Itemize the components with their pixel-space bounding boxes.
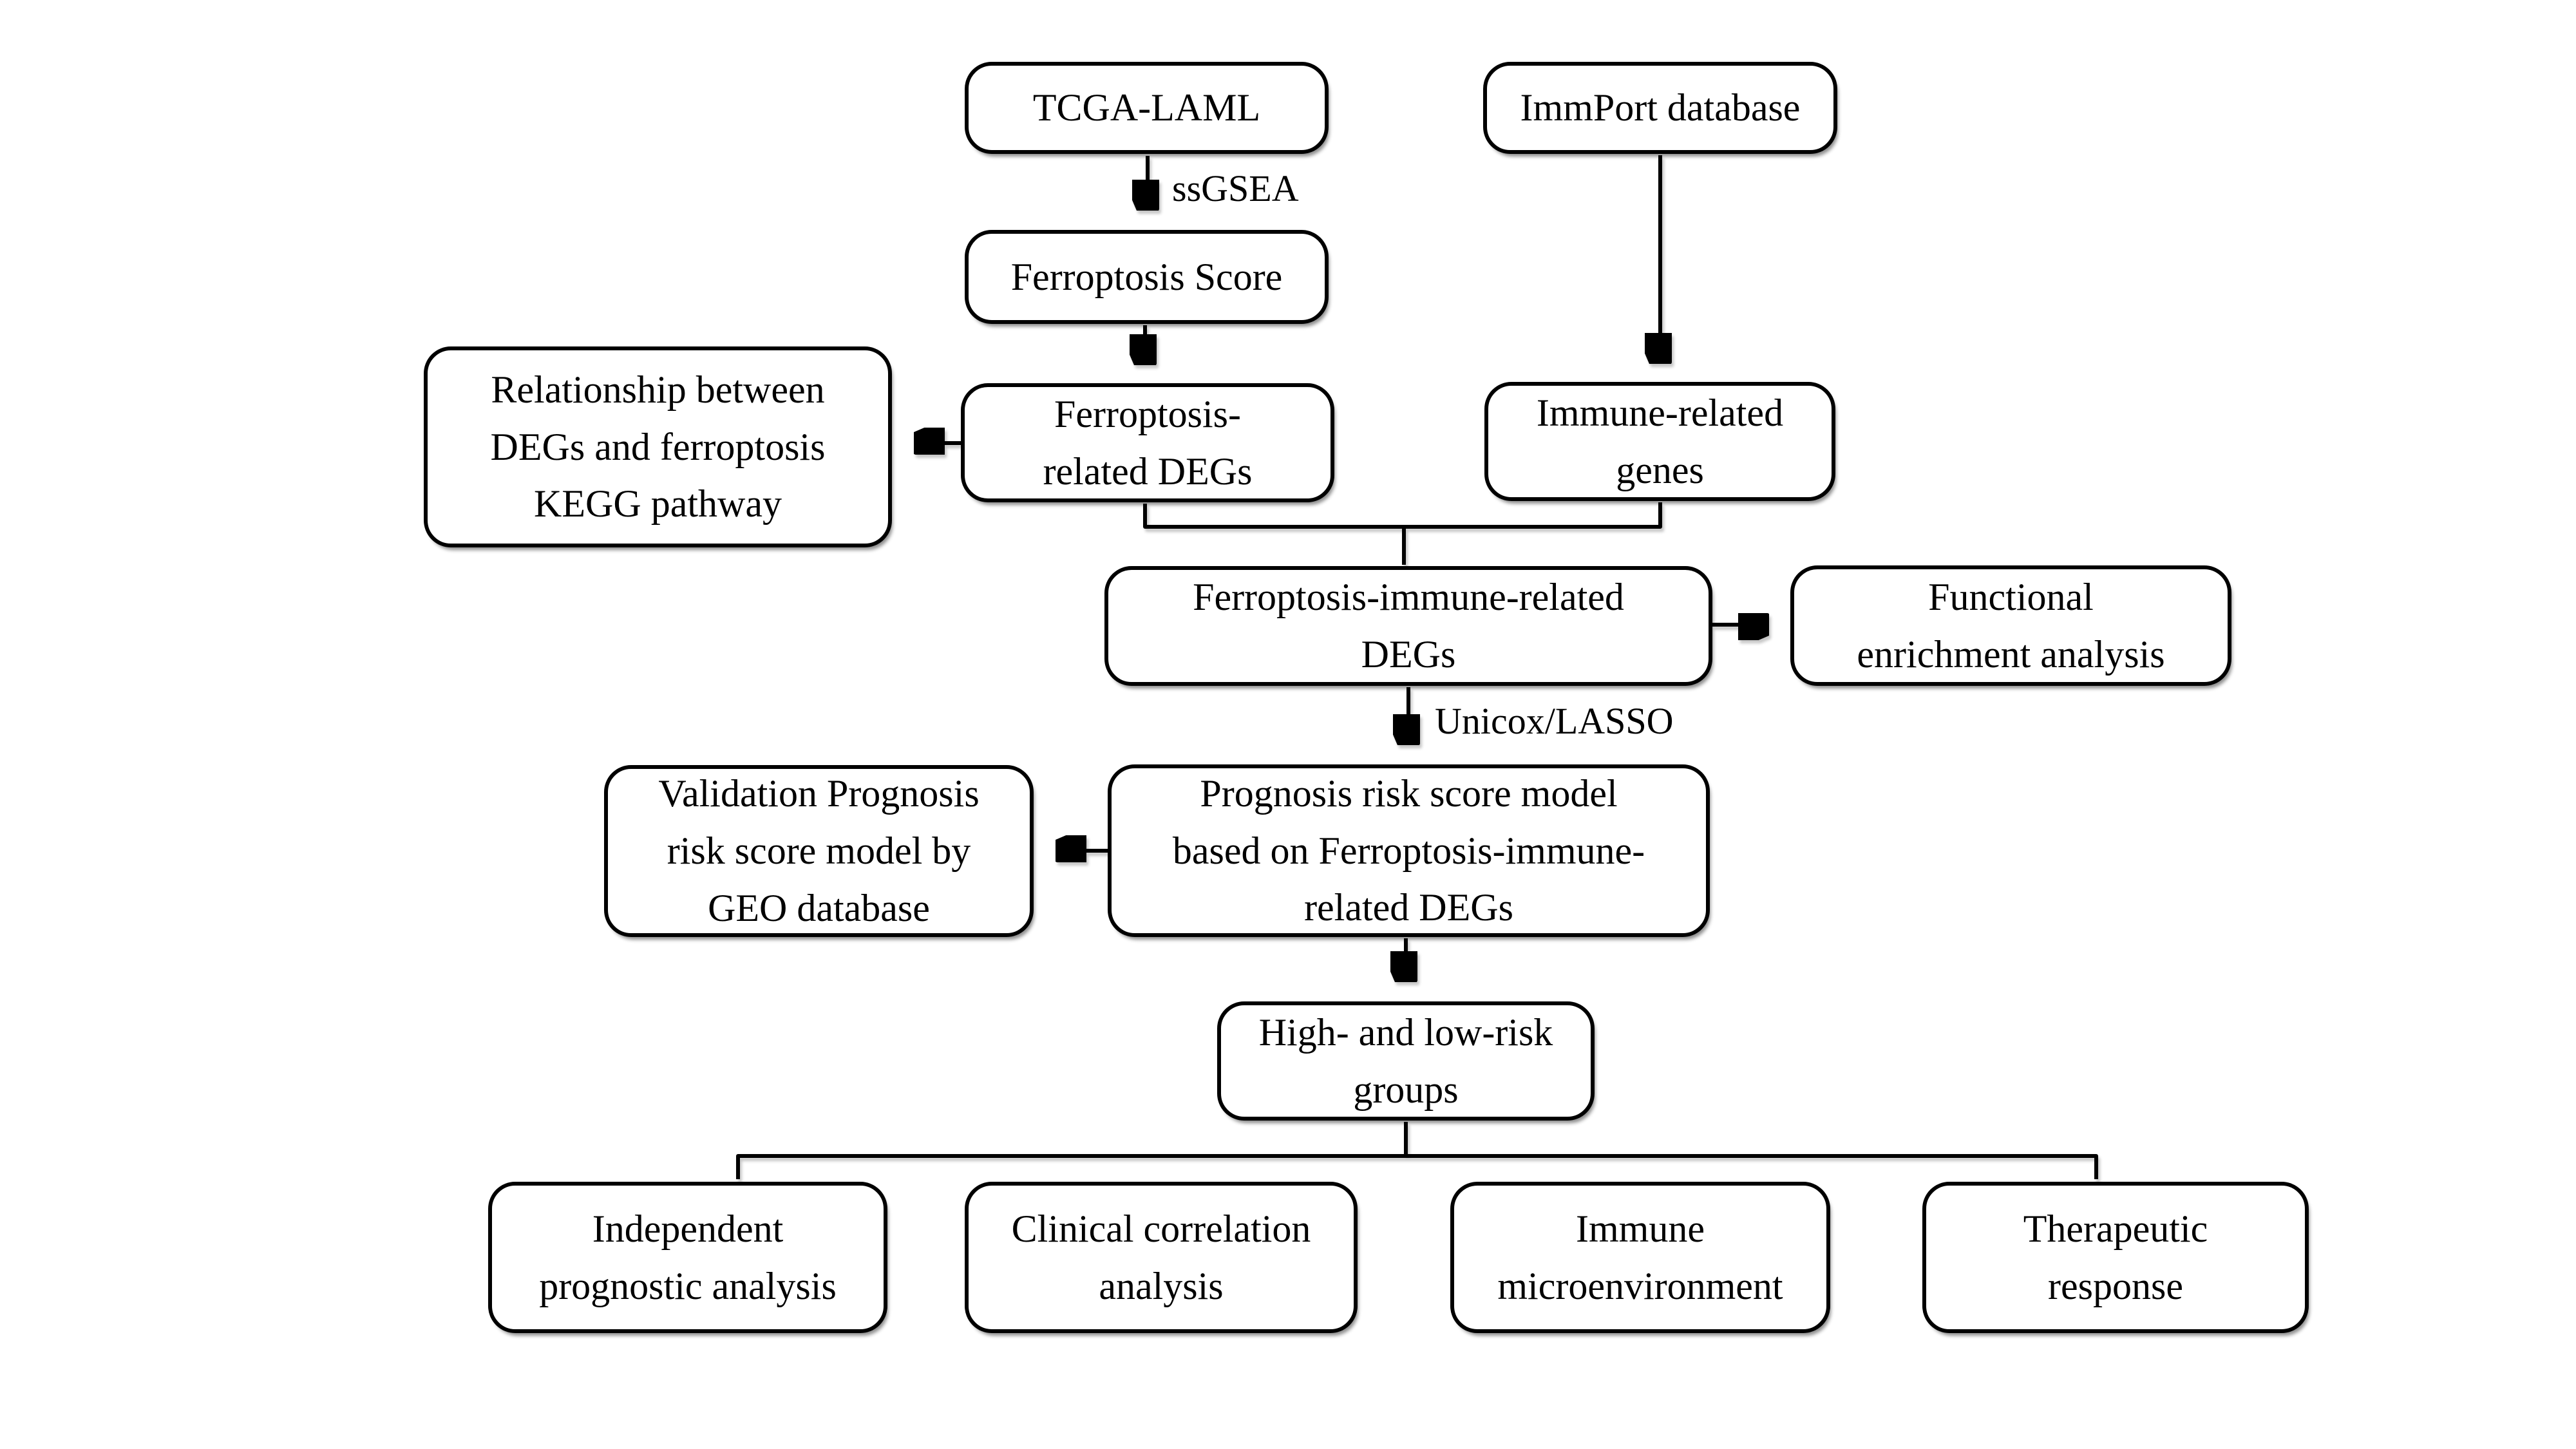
node-ferroptosis-score-label: Ferroptosis Score	[1010, 255, 1283, 298]
node-relationship-degs-kegg-label: Relationship between DEGs and ferroptosi…	[490, 368, 826, 526]
node-high-low-risk-groups-label: High- and low-risk groups	[1258, 1010, 1553, 1111]
node-tcga-laml-label: TCGA-LAML	[1032, 86, 1261, 129]
node-validation-geo-database-label: Validation Prognosis risk score model by…	[658, 772, 980, 929]
node-high-low-risk-groups: High- and low-risk groups	[1217, 1001, 1595, 1121]
edge-label-unicox-lasso: Unicox/LASSO	[1435, 700, 1674, 742]
node-immport-database-label: ImmPort database	[1520, 86, 1801, 129]
node-functional-enrichment-analysis-label: Functional enrichment analysis	[1857, 575, 2165, 676]
edge-label-ssgsea: ssGSEA	[1172, 167, 1299, 209]
node-ferroptosis-immune-related-degs-label: Ferroptosis-immune-related DEGs	[1193, 576, 1624, 676]
node-immune-related-genes-label: Immune-related genes	[1536, 391, 1784, 491]
node-immune-related-genes: Immune-related genes	[1484, 382, 1835, 501]
branch-line-bottom	[736, 1122, 2098, 1179]
node-prognosis-risk-score-model-label: Prognosis risk score model based on Ferr…	[1172, 772, 1645, 929]
node-immport-database: ImmPort database	[1483, 62, 1837, 154]
node-relationship-degs-kegg: Relationship between DEGs and ferroptosi…	[424, 346, 892, 547]
node-therapeutic-response: Therapeutic response	[1922, 1182, 2309, 1333]
node-ferroptosis-related-degs-label: Ferroptosis- related DEGs	[1043, 392, 1253, 493]
node-functional-enrichment-analysis: Functional enrichment analysis	[1790, 565, 2231, 686]
node-therapeutic-response-label: Therapeutic response	[2023, 1207, 2208, 1307]
node-immune-microenvironment: Immune microenvironment	[1450, 1182, 1830, 1333]
node-immune-microenvironment-label: Immune microenvironment	[1497, 1207, 1783, 1307]
node-clinical-correlation-analysis: Clinical correlation analysis	[965, 1182, 1358, 1333]
node-independent-prognostic-analysis: Independent prognostic analysis	[488, 1182, 887, 1333]
node-independent-prognostic-analysis-label: Independent prognostic analysis	[539, 1207, 837, 1307]
node-prognosis-risk-score-model: Prognosis risk score model based on Ferr…	[1108, 764, 1710, 937]
node-validation-geo-database: Validation Prognosis risk score model by…	[604, 765, 1034, 937]
node-ferroptosis-score: Ferroptosis Score	[965, 230, 1329, 324]
node-clinical-correlation-analysis-label: Clinical correlation analysis	[1011, 1207, 1311, 1307]
merge-bracket	[1143, 502, 1662, 565]
node-ferroptosis-immune-related-degs: Ferroptosis-immune-related DEGs	[1104, 566, 1712, 686]
node-tcga-laml: TCGA-LAML	[965, 62, 1329, 154]
node-ferroptosis-related-degs: Ferroptosis- related DEGs	[961, 383, 1334, 502]
